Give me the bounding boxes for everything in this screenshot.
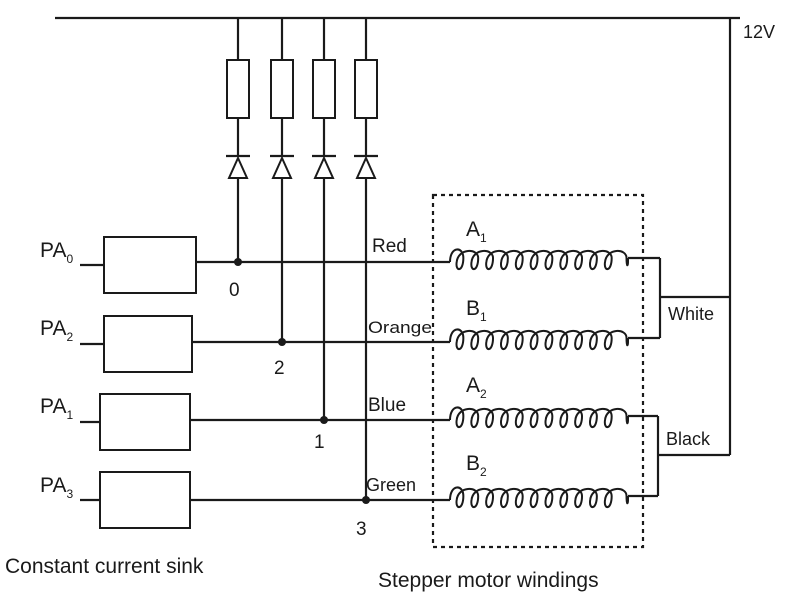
wire-color-blue: Blue — [368, 395, 406, 416]
current-sink-box-1 — [99, 393, 191, 451]
junction-dot-1 — [320, 416, 328, 424]
common-black-wiring — [628, 414, 730, 498]
sink-row-3 — [80, 471, 450, 529]
winding-label-b2: B2 — [466, 452, 487, 479]
motor-caption: Stepper motor windings — [378, 569, 599, 592]
common-white-wiring — [628, 256, 730, 340]
branch-1 — [312, 18, 336, 420]
winding-label-a1: A1 — [466, 218, 487, 245]
port-label-0: PA0 — [40, 239, 73, 266]
node-label-1: 1 — [314, 432, 325, 453]
node-label-0: 0 — [229, 280, 240, 301]
resistor-0 — [226, 59, 250, 119]
motor-enclosure — [431, 193, 645, 549]
winding-a1 — [449, 248, 629, 270]
diode-0 — [227, 155, 249, 179]
common-label-white: White — [668, 304, 714, 324]
wire-color-red: Red — [372, 236, 407, 257]
junction-dot-3 — [362, 496, 370, 504]
sink-row-2 — [80, 315, 450, 373]
resistor-1 — [312, 59, 336, 119]
resistor-3 — [354, 59, 378, 119]
winding-b2 — [449, 486, 629, 508]
supply-voltage-label: 12V — [743, 22, 775, 42]
port-label-3: PA3 — [40, 474, 73, 501]
node-label-2: 2 — [274, 358, 285, 379]
branch-3 — [354, 18, 378, 500]
port-label-1: PA1 — [40, 395, 73, 422]
common-label-black: Black — [666, 429, 711, 449]
wire-color-green: Green — [366, 475, 416, 495]
sink-row-0 — [80, 236, 450, 294]
junction-dot-2 — [278, 338, 286, 346]
current-sink-box-0 — [103, 236, 197, 294]
winding-label-b1: B1 — [466, 297, 487, 324]
winding-label-a2: A2 — [466, 374, 487, 401]
branch-0 — [226, 18, 250, 262]
node-label-3: 3 — [356, 519, 367, 540]
diode-1 — [313, 155, 335, 179]
branch-2 — [270, 18, 294, 342]
junction-dot-0 — [234, 258, 242, 266]
winding-b1 — [449, 328, 629, 350]
winding-a2 — [449, 406, 629, 428]
port-label-2: PA2 — [40, 317, 73, 344]
diode-2 — [271, 155, 293, 179]
current-sink-box-3 — [99, 471, 191, 529]
sink-caption: Constant current sink — [5, 555, 204, 578]
resistor-2 — [270, 59, 294, 119]
wire-color-orange: Orange — [368, 318, 432, 337]
current-sink-box-2 — [103, 315, 193, 373]
diode-3 — [355, 155, 377, 179]
sink-row-1 — [80, 393, 450, 451]
